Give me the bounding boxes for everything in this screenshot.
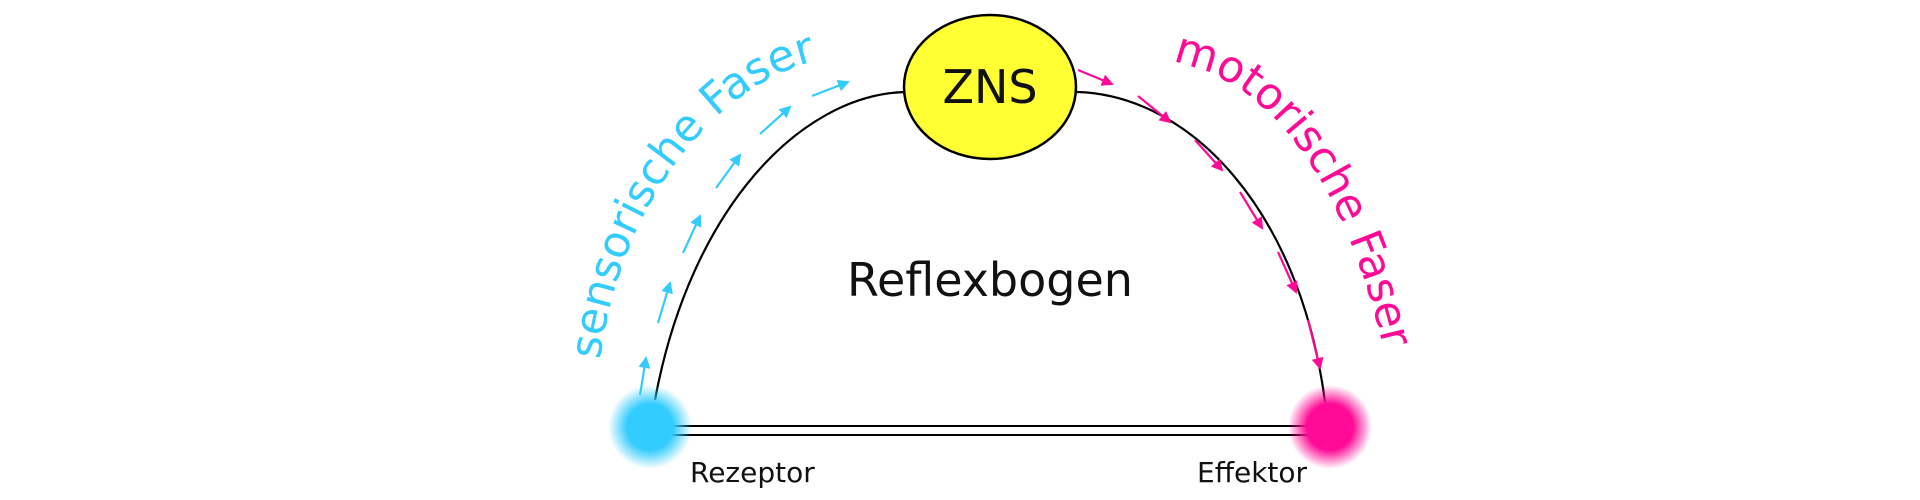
reflex-arc-line [653,90,906,401]
zns-node-label: ZNS [942,60,1037,114]
effector-icon [1288,385,1372,469]
zns-node [902,13,1078,161]
sensory-fiber-label: sensorische Faser [560,22,820,362]
motor-arrows [1077,68,1324,370]
motor-fiber-label: motorische Faser [1169,22,1423,352]
receptor-icon [608,385,692,469]
diagram-title: Reflexbogen [847,253,1133,307]
receptor-label: Rezeptor [690,456,815,489]
effector-label: Effektor [1197,456,1308,489]
